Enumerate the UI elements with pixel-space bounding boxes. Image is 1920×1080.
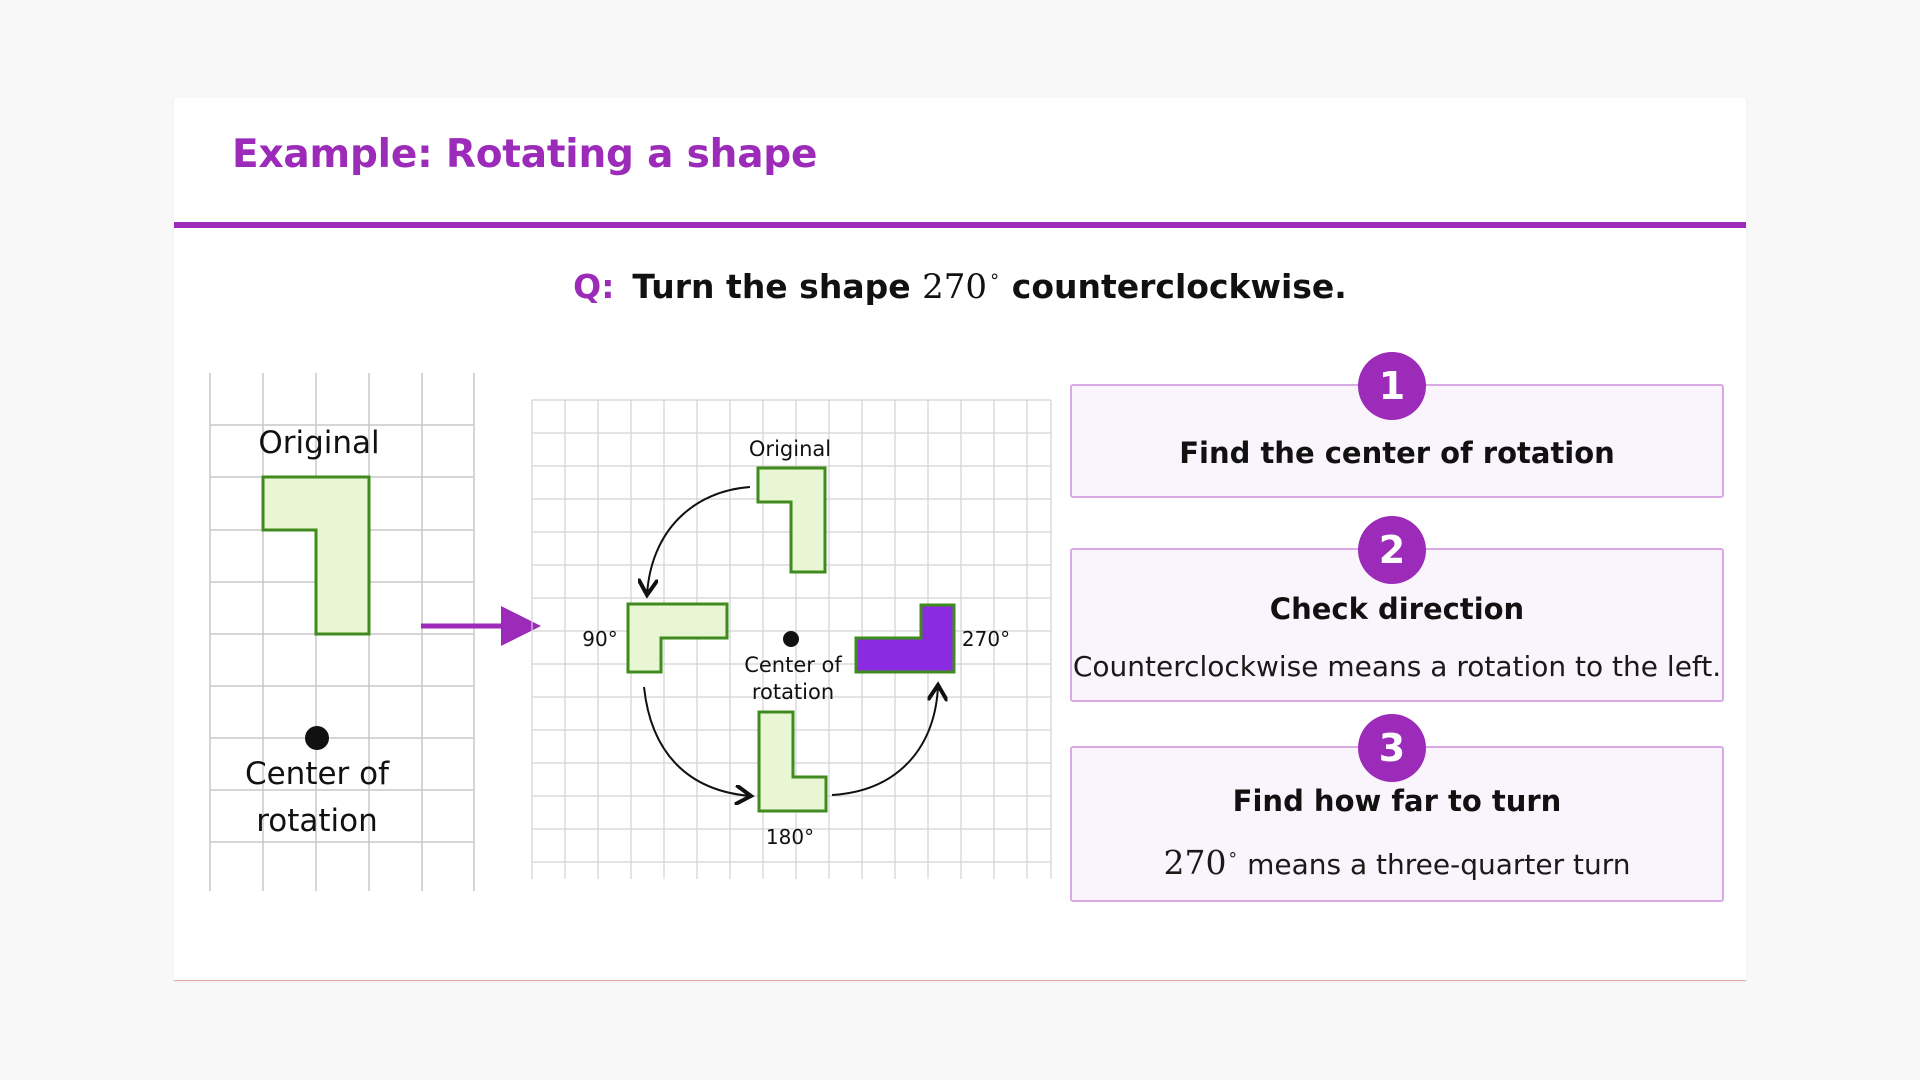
left-center-point: [305, 726, 329, 750]
question-prefix: Turn the shape: [632, 267, 911, 306]
rotated-270-shape: [854, 603, 956, 674]
left-center-label-line1: Center of: [245, 756, 390, 792]
step-number-1: 1: [1358, 352, 1426, 420]
question-angle: 270: [922, 267, 987, 307]
step-title-3: Find how far to turn: [1232, 784, 1562, 818]
arrow-180-to-270: [831, 685, 938, 796]
step-card-2: 2 Check direction Counterclockwise means…: [1070, 516, 1724, 702]
question-label: Q:: [573, 267, 615, 306]
rotated-180-shape: [757, 710, 828, 813]
step-number-2: 2: [1358, 516, 1426, 584]
step-3-angle: 270: [1163, 843, 1227, 882]
lesson-slide: Example: Rotating a shape Q: Turn the sha…: [174, 98, 1746, 981]
right-center-point: [783, 631, 799, 647]
left-original-label: Original: [258, 425, 379, 461]
arrow-0-to-90: [647, 486, 751, 595]
step-title-2: Check direction: [1269, 592, 1525, 626]
slide-title: Example: Rotating a shape: [232, 132, 818, 177]
label-270-degrees: 270°: [962, 627, 1010, 651]
right-center-label-line1: Center of: [744, 653, 842, 677]
right-original-label: Original: [749, 437, 831, 461]
rotated-0-shape: [756, 466, 827, 574]
step-number-3: 3: [1358, 714, 1426, 782]
step-text-2: Counterclockwise means a rotation to the…: [1072, 650, 1722, 683]
right-center-label-line2: rotation: [752, 680, 834, 704]
step-card-1: 1 Find the center of rotation: [1070, 352, 1724, 498]
step-3-text: means a three-quarter turn: [1247, 848, 1631, 881]
rotated-90-shape: [626, 602, 729, 674]
rotation-diagram: Original Center of rotation: [209, 373, 1052, 891]
step-3-degree: ∘: [1227, 845, 1239, 865]
step-title-1: Find the center of rotation: [1179, 436, 1615, 470]
left-center-label-line2: rotation: [256, 803, 378, 839]
question-suffix: counterclockwise.: [1011, 267, 1347, 306]
arrow-90-to-180: [643, 686, 751, 796]
step-card-3: 3 Find how far to turn 270∘ means a thre…: [1070, 714, 1724, 902]
degree-symbol: ∘: [989, 266, 1001, 287]
label-180-degrees: 180°: [766, 825, 814, 849]
label-90-degrees: 90°: [582, 627, 617, 651]
original-l-shape-left: [261, 475, 371, 636]
question-line: Q: Turn the shape 270∘ counterclockwise.: [174, 266, 1746, 307]
title-divider: [174, 222, 1746, 228]
step-text-3: 270∘ means a three-quarter turn: [1072, 826, 1722, 894]
